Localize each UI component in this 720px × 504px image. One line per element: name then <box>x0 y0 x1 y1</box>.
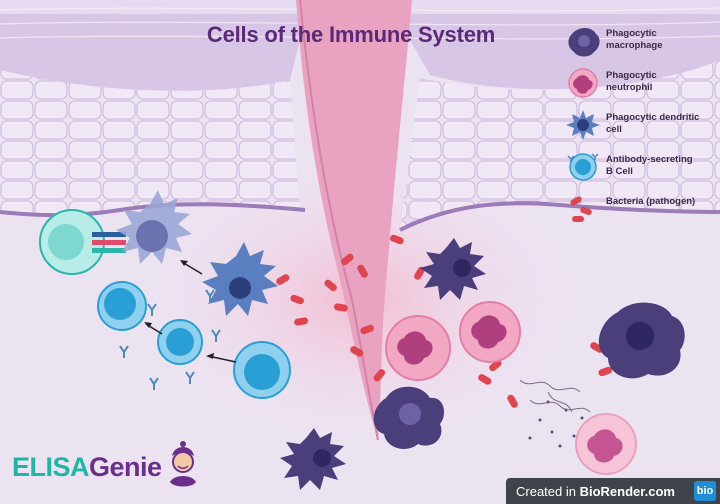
badge-text: Created in BioRender.com <box>516 484 675 499</box>
macrophage-icon <box>568 28 600 57</box>
antibodies <box>119 289 221 390</box>
macrophage-1 <box>373 386 445 449</box>
brand-part-2: Genie <box>89 452 162 482</box>
biorender-logo-icon: bio <box>694 481 716 501</box>
b-cell-1 <box>97 281 147 331</box>
neutrophil-2 <box>459 301 521 363</box>
legend-label: Phagocytic macrophage <box>606 28 663 51</box>
figure-title: Cells of the Immune System <box>206 22 496 47</box>
b-cell-3 <box>233 341 291 399</box>
legend-label: Antibody-secreting B Cell <box>606 154 693 177</box>
neutrophil-3 <box>575 413 637 475</box>
b-cell-2 <box>157 319 203 365</box>
badge-prefix: Created in <box>516 484 580 499</box>
dendritic-cell-active <box>202 242 278 316</box>
epidermis-right <box>400 60 720 230</box>
neutrophil-1 <box>385 315 451 381</box>
macrophage-2 <box>598 302 685 379</box>
bacteria-group <box>276 234 618 408</box>
legend-item-bacteria: Bacteria (pathogen) <box>566 192 716 228</box>
legend-label: Phagocytic dendritic cell <box>606 112 700 135</box>
dendritic-cell-presenting <box>116 190 192 264</box>
legend-item-macrophage: Phagocytic macrophage <box>566 24 716 60</box>
genie-icon <box>170 441 196 487</box>
epidermis-left <box>0 70 300 216</box>
flagella <box>519 379 591 413</box>
b-cell-antigen-presenting <box>39 209 126 275</box>
legend-label: Bacteria (pathogen) <box>606 196 696 207</box>
bacteria-icon <box>570 196 592 222</box>
legend-item-neutrophil: Phagocytic neutrophil <box>566 66 716 102</box>
macrophage-4 <box>280 428 346 490</box>
wound-cut <box>296 0 412 440</box>
neutrophil-icon <box>568 68 598 98</box>
legend-label: Phagocytic neutrophil <box>606 70 657 93</box>
basement-membrane-left <box>0 202 306 218</box>
wound-edge <box>299 0 379 441</box>
b-cell-icon <box>567 153 599 181</box>
brand-part-1: ELISA <box>12 452 90 482</box>
badge-name: BioRender.com <box>579 484 675 499</box>
macrophage-3 <box>420 238 486 300</box>
elisagenie-logo: ELISAGenie <box>12 452 162 483</box>
legend-item-b-cell: Antibody-secreting B Cell <box>566 150 716 186</box>
legend-item-dendritic-cell: Phagocytic dendritic cell <box>566 108 716 144</box>
dendritic-cell-icon <box>566 110 600 140</box>
basement-membrane-right <box>399 201 720 232</box>
biorender-badge[interactable]: Created in BioRender.com bio <box>506 478 720 504</box>
